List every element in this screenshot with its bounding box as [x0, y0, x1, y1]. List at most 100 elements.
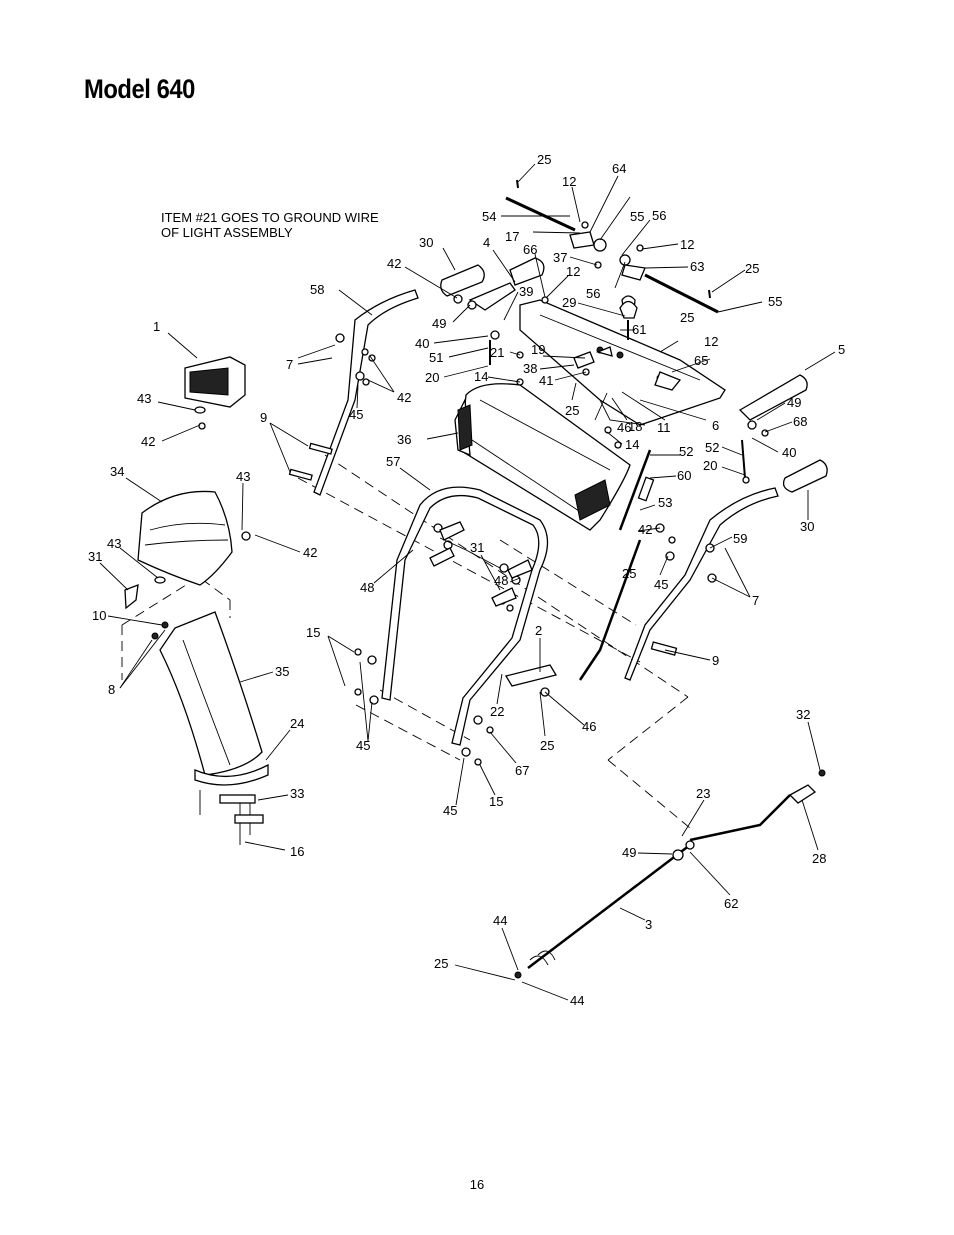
callout: 31	[470, 540, 484, 555]
callout: 64	[612, 161, 626, 176]
callout: 5	[838, 342, 845, 357]
callout: 20	[425, 370, 439, 385]
callout: 45	[356, 738, 370, 753]
shift-rod-assembly	[505, 196, 719, 314]
callout: 29	[562, 295, 576, 310]
page-number: 16	[469, 1177, 485, 1192]
callout: 65	[694, 353, 708, 368]
callout: 43	[236, 469, 250, 484]
callout: 42	[397, 390, 411, 405]
callout: 10	[92, 608, 106, 623]
callout: 39	[519, 284, 533, 299]
callout: 45	[443, 803, 457, 818]
callout: 16	[290, 844, 304, 859]
callout: 56	[586, 286, 600, 301]
callout: 40	[782, 445, 796, 460]
chute-crank-rod	[514, 769, 826, 979]
callout: 2	[535, 623, 542, 638]
callout: 38	[523, 361, 537, 376]
leader-lines	[99, 163, 836, 1001]
callout: 49	[622, 845, 636, 860]
callout: 43	[137, 391, 151, 406]
callout: 24	[290, 716, 304, 731]
callout: 48	[360, 580, 374, 595]
callout: 43	[107, 536, 121, 551]
callout: 25	[680, 310, 694, 325]
callout: 44	[493, 913, 507, 928]
handle-grips	[440, 257, 828, 493]
callout: 14	[625, 437, 639, 452]
callout: 66	[523, 242, 537, 257]
callout: 45	[349, 407, 363, 422]
discharge-chute	[151, 611, 269, 845]
callout: 12	[562, 174, 576, 189]
callout: 22	[490, 704, 504, 719]
callout: 42	[638, 522, 652, 537]
callout-labels: 1 2 3 4 5 6 7 7 8 9 9 10 11 12 12 12 12 …	[88, 152, 845, 1008]
callout: 62	[724, 896, 738, 911]
callout: 40	[415, 336, 429, 351]
callout: 1	[153, 319, 160, 334]
callout: 60	[677, 468, 691, 483]
callout: 44	[570, 993, 584, 1008]
callout: 35	[275, 664, 289, 679]
callout: 53	[658, 495, 672, 510]
callout: 3	[645, 917, 652, 932]
callout: 14	[474, 369, 488, 384]
callout: 4	[483, 235, 490, 250]
callout: 42	[387, 256, 401, 271]
callout: 23	[696, 786, 710, 801]
shift-rod	[578, 449, 655, 681]
callout: 54	[482, 209, 496, 224]
callout: 9	[260, 410, 267, 425]
callout: 25	[622, 566, 636, 581]
callout: 30	[419, 235, 433, 250]
callout: 36	[397, 432, 411, 447]
callout: 52	[679, 444, 693, 459]
upper-handle-left	[313, 289, 419, 496]
lower-handle-frame	[381, 486, 549, 746]
callout: 15	[489, 794, 503, 809]
callout: 12	[566, 264, 580, 279]
callout: 17	[505, 229, 519, 244]
callout: 59	[733, 531, 747, 546]
callout: 20	[703, 458, 717, 473]
callout: 34	[110, 464, 124, 479]
callout: 49	[432, 316, 446, 331]
callout: 12	[704, 334, 718, 349]
callout: 32	[796, 707, 810, 722]
upper-handle-right	[624, 487, 779, 681]
callout: 12	[680, 237, 694, 252]
callout: 51	[429, 350, 443, 365]
snow-bucket-housing	[454, 383, 631, 531]
callout: 25	[537, 152, 551, 167]
callout: 46	[617, 420, 631, 435]
callout: 42	[141, 434, 155, 449]
callout: 25	[540, 738, 554, 753]
callout: 7	[752, 593, 759, 608]
callout: 21	[490, 345, 504, 360]
dash-panel	[519, 299, 726, 426]
callout: 25	[745, 261, 759, 276]
callout: 7	[286, 357, 293, 372]
callout: 61	[632, 322, 646, 337]
page-title: Model 640	[84, 74, 195, 104]
ground-wire-note: ITEM #21 GOES TO GROUND WIRE OF LIGHT AS…	[161, 210, 379, 240]
callout: 6	[712, 418, 719, 433]
callout: 30	[800, 519, 814, 534]
callout: 48	[494, 573, 508, 588]
callout: 63	[690, 259, 704, 274]
note-line-1: ITEM #21 GOES TO GROUND WIRE	[161, 210, 379, 225]
callout: 52	[705, 440, 719, 455]
callout: 8	[108, 682, 115, 697]
callout: 25	[565, 403, 579, 418]
callout: 45	[654, 577, 668, 592]
callout: 37	[553, 250, 567, 265]
callout: 55	[630, 209, 644, 224]
hardware	[198, 179, 769, 766]
callout: 11	[657, 420, 671, 435]
callout: 67	[515, 763, 529, 778]
callout: 68	[793, 414, 807, 429]
note-line-2: OF LIGHT ASSEMBLY	[161, 225, 293, 240]
